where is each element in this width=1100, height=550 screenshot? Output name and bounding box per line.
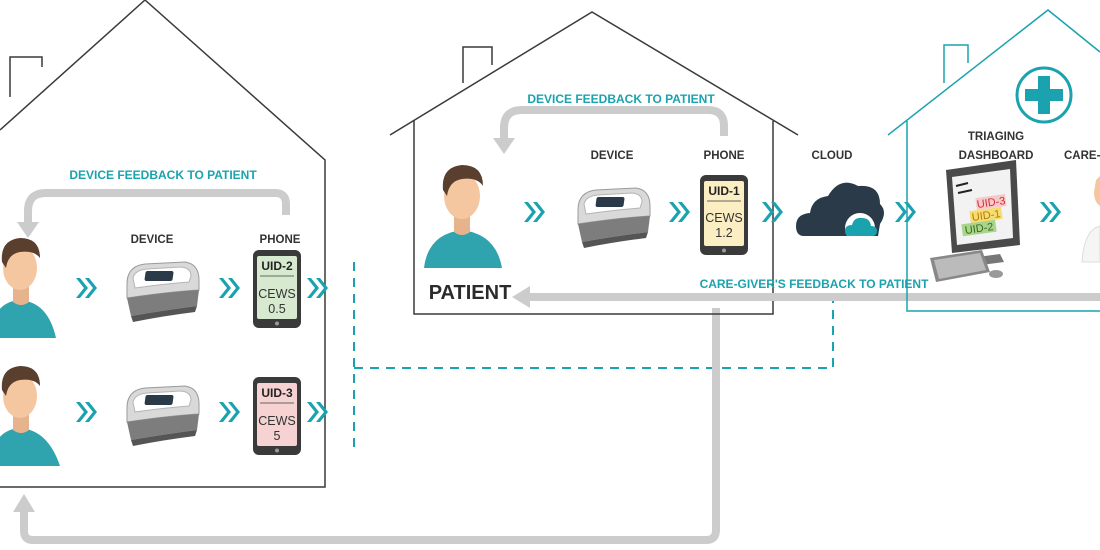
phone-uid-3: UID-3 CEWS 5 <box>253 377 301 455</box>
phone-uid: UID-3 <box>261 386 293 400</box>
oximeter-device-2 <box>126 385 200 447</box>
patient-label: PATIENT <box>429 282 512 304</box>
cloud-label: CLOUD <box>812 150 853 162</box>
phone-cews-value: 5 <box>274 429 281 443</box>
phone-uid-2: UID-2 CEWS 0.5 <box>253 250 301 328</box>
left-house-chimney <box>9 56 43 97</box>
hospital-chimney <box>943 44 969 83</box>
svg-text:UID-2: UID-2 <box>964 221 994 237</box>
phone-uid: UID-1 <box>708 184 740 198</box>
phone-cews-label: CEWS <box>705 211 743 225</box>
cloud-icon <box>796 182 884 243</box>
device-label-1: DEVICE <box>131 234 174 246</box>
patient-avatar-2 <box>0 366 60 466</box>
patient-avatar-main <box>424 165 502 268</box>
flow-chevron <box>76 402 97 422</box>
middle-house-outline <box>389 11 799 315</box>
triaging-label-line1: TRIAGING <box>968 131 1024 143</box>
flow-chevron <box>76 278 97 298</box>
phone-uid: UID-2 <box>261 259 293 273</box>
hospital-outline <box>887 9 1100 312</box>
phone-cews-value: 1.2 <box>715 226 732 240</box>
dashboard-entry-uid-3: UID-3 <box>975 193 1007 211</box>
phone-label-1: PHONE <box>260 234 301 246</box>
middle-house-chimney <box>462 46 493 83</box>
caregiver-feedback-return-line <box>20 308 720 544</box>
device-label-2: DEVICE <box>591 150 634 162</box>
device-feedback-label-2: DEVICE FEEDBACK TO PATIENT <box>527 92 715 106</box>
phone-cews-label: CEWS <box>258 287 296 301</box>
medical-cross-icon <box>1015 66 1073 124</box>
phone-cews-value: 0.5 <box>268 302 285 316</box>
flow-chevron <box>219 402 240 422</box>
device-feedback-arrow-1 <box>24 189 290 224</box>
caregiver-feedback-label: CARE-GIVER'S FEEDBACK TO PATIENT <box>700 277 930 291</box>
phone-label-2: PHONE <box>704 150 745 162</box>
triaging-label-line2: DASHBOARD <box>959 150 1034 162</box>
left-house-outline <box>0 0 326 488</box>
flow-chevron <box>524 202 545 222</box>
oximeter-device-main <box>577 187 651 249</box>
caregiver-label: CARE-GIVER <box>1064 150 1100 162</box>
device-feedback-arrow-2 <box>500 106 728 140</box>
caregiver-avatar <box>1081 176 1100 263</box>
phone-uid-1: UID-1 CEWS 1.2 <box>700 175 748 255</box>
patient-avatar-1 <box>0 238 56 338</box>
svg-text:UID-3: UID-3 <box>976 195 1006 211</box>
phone-cews-label: CEWS <box>258 414 296 428</box>
dashboard-entry-uid-2: UID-2 <box>961 219 997 237</box>
flow-chevron <box>219 278 240 298</box>
flow-chevron <box>669 202 690 222</box>
flow-chevron <box>895 202 916 222</box>
device-feedback-label-1: DEVICE FEEDBACK TO PATIENT <box>69 168 257 182</box>
flow-chevron <box>1040 202 1061 222</box>
oximeter-device-1 <box>126 261 200 323</box>
